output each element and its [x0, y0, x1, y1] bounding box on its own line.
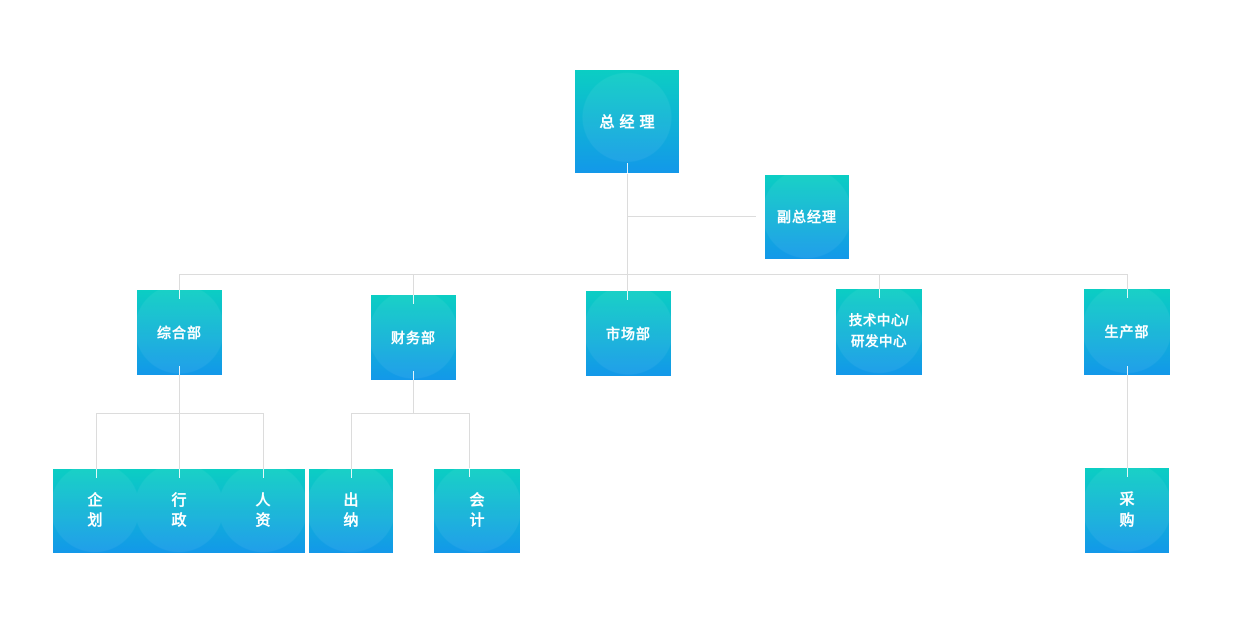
connector-stub-marketing-dept	[627, 274, 628, 291]
connector-stub-admin	[179, 413, 180, 469]
org-node-label: 出纳	[343, 491, 359, 529]
org-node-team-procurement[interactable]: 采购	[1085, 468, 1169, 553]
anchor-tick-finance-bottom	[413, 371, 414, 380]
org-node-label-line1: 技术中心/	[848, 313, 910, 329]
org-node-label: 综合部	[157, 324, 202, 341]
connector-root-vertical	[627, 174, 628, 274]
connector-stub-finance-dept	[413, 274, 414, 295]
org-node-label: 人资	[255, 491, 271, 529]
anchor-tick-planning-top	[96, 469, 97, 478]
anchor-tick-comprehensive-bottom	[179, 366, 180, 375]
connector-stub-hr	[263, 413, 264, 469]
org-node-deputy-general-manager[interactable]: 副总经理	[765, 175, 849, 259]
anchor-tick-tech-top	[879, 289, 880, 298]
connector-root-to-deputy	[627, 216, 756, 217]
org-node-label: 企划	[87, 491, 103, 529]
org-node-team-admin[interactable]: 行政	[137, 469, 221, 553]
org-node-comprehensive-dept[interactable]: 综合部	[137, 290, 222, 375]
connector-stub-cashier	[351, 413, 352, 469]
anchor-tick-root-bottom	[627, 163, 628, 174]
connector-finance-rail	[351, 413, 469, 414]
org-node-team-planning[interactable]: 企划	[53, 469, 137, 553]
org-node-label: 技术中心/ 研发中心	[849, 311, 909, 353]
connector-finance-vertical	[413, 380, 414, 413]
connector-stub-comprehensive-dept	[179, 274, 180, 290]
org-node-team-hr[interactable]: 人资	[221, 469, 305, 553]
anchor-tick-comprehensive-top	[179, 290, 180, 299]
anchor-tick-admin-top	[179, 469, 180, 478]
org-node-label: 采购	[1119, 491, 1135, 529]
connector-comprehensive-vertical	[179, 375, 180, 413]
anchor-tick-hr-top	[263, 469, 264, 478]
anchor-tick-procurement-top	[1127, 468, 1128, 477]
org-node-finance-dept[interactable]: 财务部	[371, 295, 456, 380]
org-node-tech-rd-center[interactable]: 技术中心/ 研发中心	[836, 289, 922, 375]
org-node-general-manager[interactable]: 总经理	[575, 70, 679, 173]
org-node-marketing-dept[interactable]: 市场部	[586, 291, 671, 376]
anchor-tick-production-top	[1127, 289, 1128, 298]
org-node-label: 会计	[469, 491, 485, 529]
connector-stub-tech-rd-center	[879, 274, 880, 289]
connector-production-vertical	[1127, 375, 1128, 468]
connector-stub-production-dept	[1127, 274, 1128, 289]
anchor-tick-finance-top	[413, 295, 414, 304]
connector-departments-rail	[179, 274, 1127, 275]
connector-stub-accounting	[469, 413, 470, 468]
anchor-tick-cashier-top	[351, 469, 352, 478]
anchor-tick-production-bottom	[1127, 366, 1128, 375]
org-node-label: 副总经理	[777, 209, 837, 225]
connector-stub-planning	[96, 413, 97, 469]
org-node-label: 行政	[171, 491, 187, 529]
anchor-tick-accounting-top	[469, 468, 470, 477]
org-node-production-dept[interactable]: 生产部	[1084, 289, 1170, 375]
anchor-tick-marketing-top	[627, 291, 628, 300]
org-node-label: 财务部	[391, 329, 436, 346]
org-node-team-cashier[interactable]: 出纳	[309, 469, 393, 553]
org-node-label: 市场部	[606, 325, 651, 342]
org-node-label-line2: 研发中心	[850, 334, 907, 349]
org-node-team-accounting[interactable]: 会计	[434, 469, 520, 553]
org-node-label: 总经理	[599, 114, 660, 131]
org-node-label: 生产部	[1104, 324, 1150, 340]
